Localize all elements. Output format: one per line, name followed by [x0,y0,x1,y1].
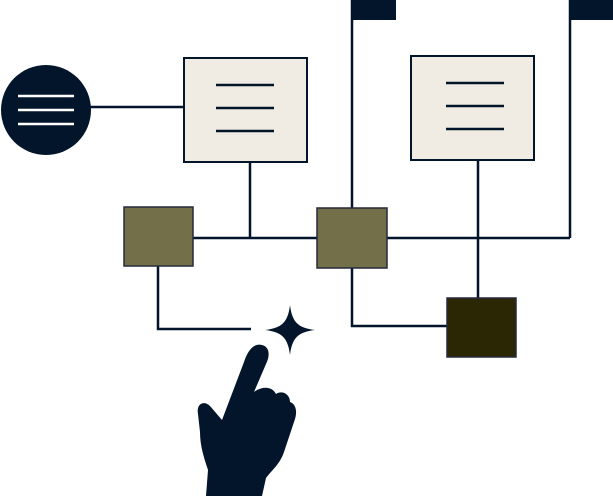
node-square-dark [446,297,517,358]
document-icon [183,57,308,163]
connector [350,268,447,328]
connector [156,266,251,331]
node-square [123,206,194,267]
flag-icon [569,0,613,20]
document-icon [410,55,535,161]
flag-icon [352,0,396,20]
menu-circle-icon [1,65,91,155]
pointing-hand-icon [197,344,297,496]
sparkle-icon [265,305,315,355]
connector-lines [90,0,572,331]
node-square [316,207,388,269]
